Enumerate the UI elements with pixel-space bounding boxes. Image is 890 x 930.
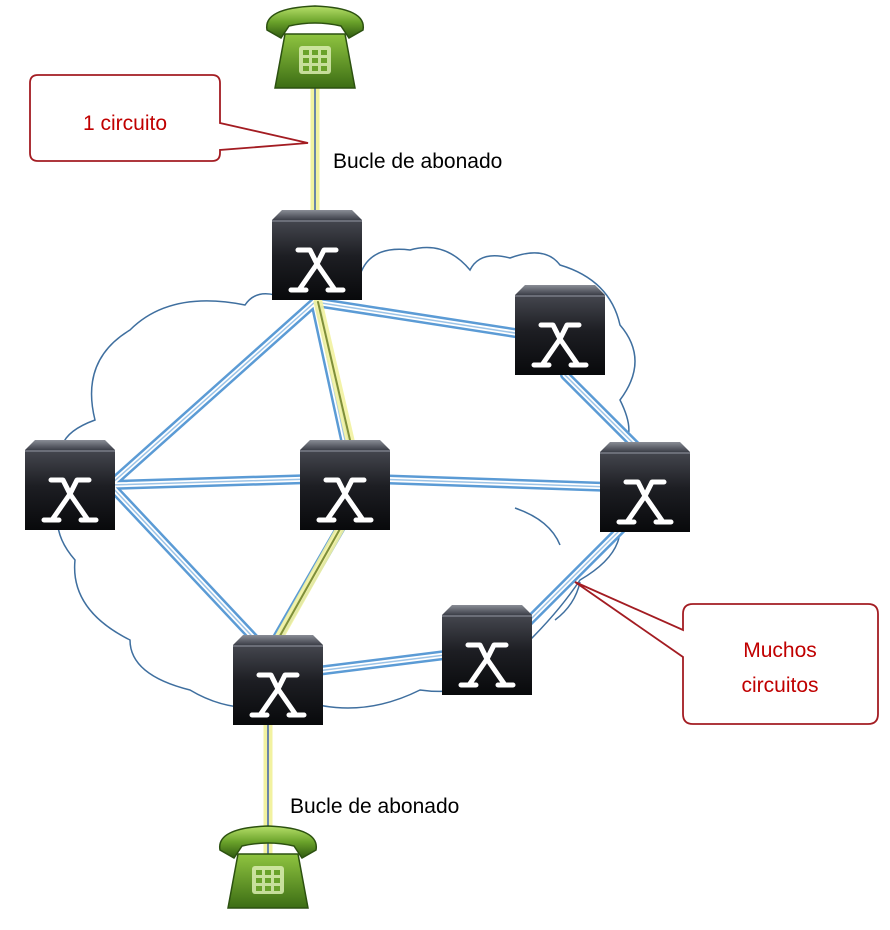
callout-many-circuits: Muchos circuitos [574,581,879,725]
callout-one-circuit: 1 circuito [29,74,309,162]
callout-many-circuits-line1: Muchos [743,639,817,662]
telephone-icon [265,5,365,89]
switch-bottom [233,635,323,725]
telephone-icon [218,825,318,909]
call-path [263,75,355,875]
switch-upper-right [515,285,605,375]
switch-center [300,440,390,530]
switch-right [600,442,690,532]
label-subscriber-loop-top: Bucle de abonado [333,150,502,173]
callout-many-circuits-line2: circuitos [741,674,818,697]
switch-left [25,440,115,530]
switch-top [272,210,362,300]
callout-one-circuit-text: 1 circuito [83,112,167,135]
switch-lower-right [442,605,532,695]
label-subscriber-loop-bottom: Bucle de abonado [290,795,459,818]
